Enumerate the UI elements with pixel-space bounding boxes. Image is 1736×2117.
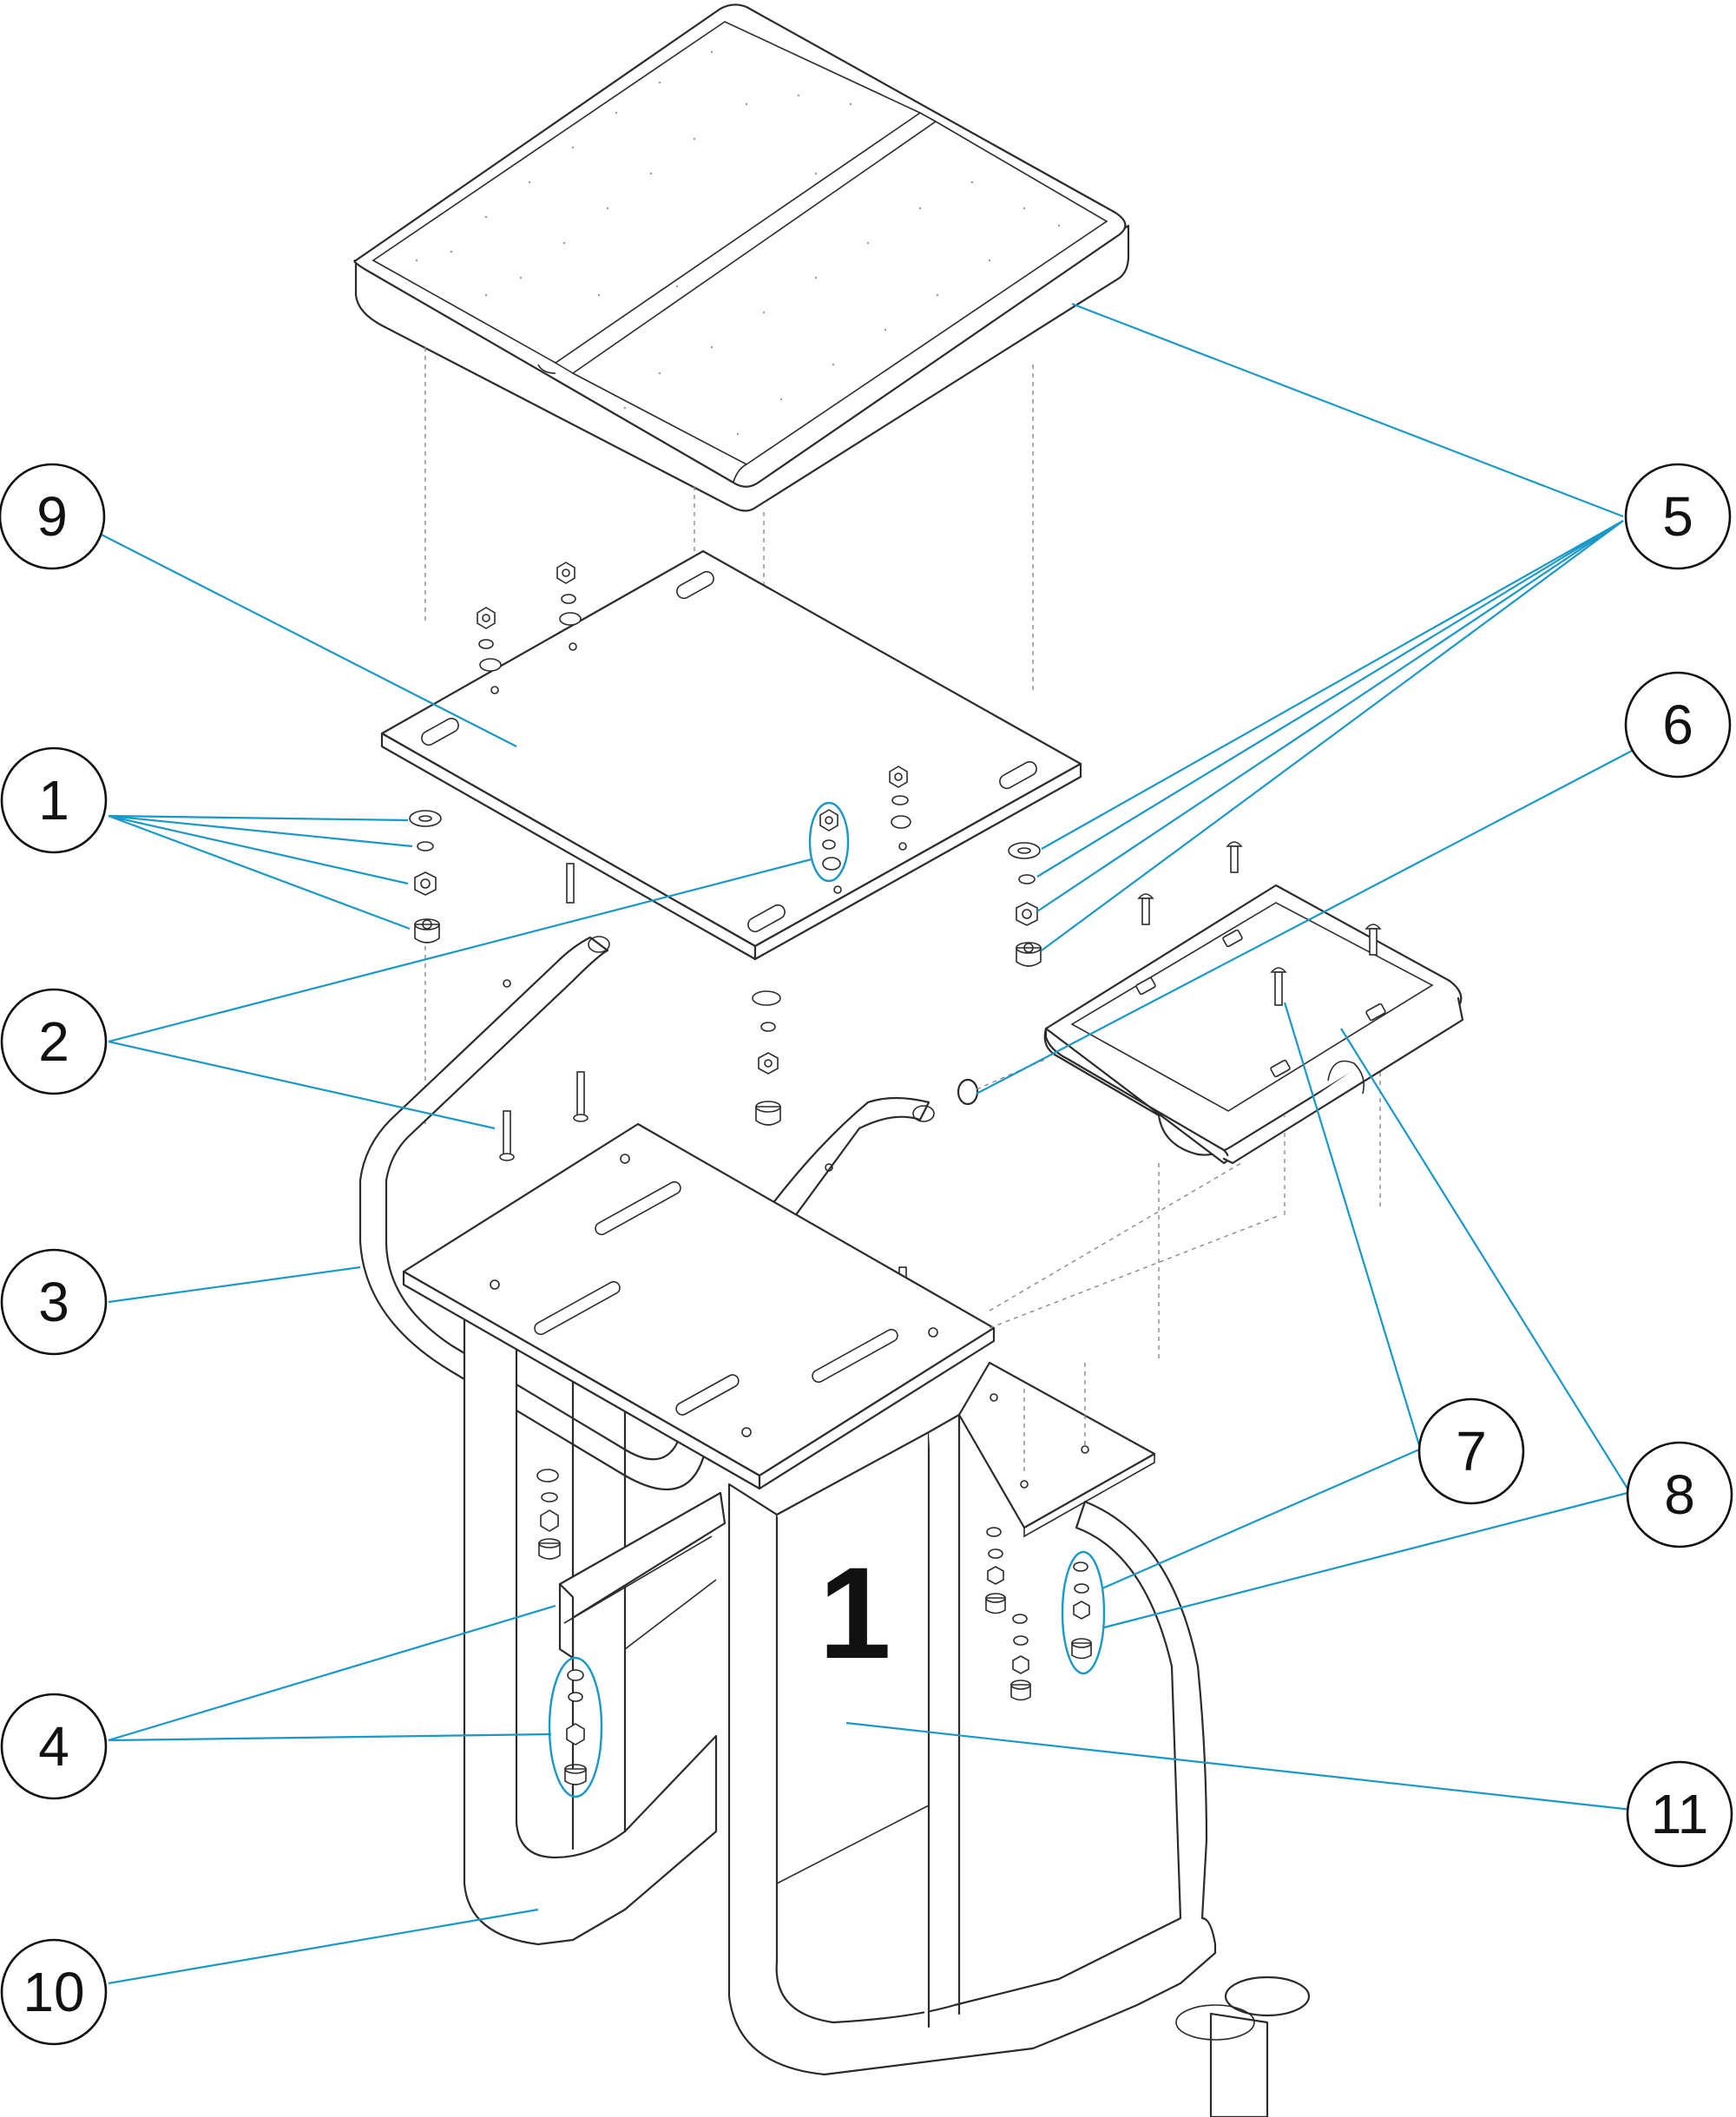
svg-text:2: 2	[38, 1010, 69, 1073]
callout-11: 11	[1626, 1760, 1733, 1868]
backstroke-grab-handle	[358, 936, 935, 1491]
main-post: 1	[727, 1413, 1311, 2117]
hardware-set-center	[752, 990, 781, 1126]
hardware-set-lower-left	[536, 1469, 603, 1798]
svg-text:10: 10	[23, 1961, 84, 2023]
svg-text:9: 9	[36, 485, 68, 548]
backstroke-wedge	[957, 841, 1464, 1165]
svg-text:6: 6	[1662, 694, 1693, 756]
callout-9: 9	[0, 463, 106, 570]
leader-lines	[99, 302, 1633, 1985]
callout-5: 5	[1624, 463, 1732, 570]
support-frame	[402, 1122, 996, 1946]
plate-hardware	[477, 562, 911, 883]
callout-1: 1	[0, 746, 108, 854]
svg-text:7: 7	[1456, 1420, 1487, 1483]
cross-channel	[558, 1491, 727, 1660]
svg-text:1: 1	[38, 769, 69, 832]
svg-text:4: 4	[38, 1715, 69, 1778]
carriage-bolts	[1137, 841, 1382, 1006]
svg-text:5: 5	[1662, 485, 1693, 548]
callout-3: 3	[0, 1248, 108, 1356]
callout-10: 10	[0, 1938, 108, 2046]
callout-6: 6	[1624, 671, 1732, 779]
callout-7: 7	[1417, 1397, 1525, 1505]
callout-8: 8	[1626, 1441, 1733, 1548]
svg-text:11: 11	[1651, 1783, 1708, 1845]
hardware-set-right	[1008, 842, 1042, 967]
svg-text:8: 8	[1664, 1463, 1695, 1526]
starting-platform-top	[353, 3, 1130, 868]
mounting-plate	[380, 549, 1082, 961]
callout-2: 2	[0, 988, 108, 1095]
lane-number: 1	[819, 1540, 891, 1686]
rear-plate	[957, 1011, 1381, 1538]
svg-text:3: 3	[38, 1271, 69, 1333]
callout-4: 4	[0, 1693, 108, 1800]
cap-plug	[957, 1078, 979, 1106]
hardware-set-lower-right	[985, 1527, 1106, 1701]
